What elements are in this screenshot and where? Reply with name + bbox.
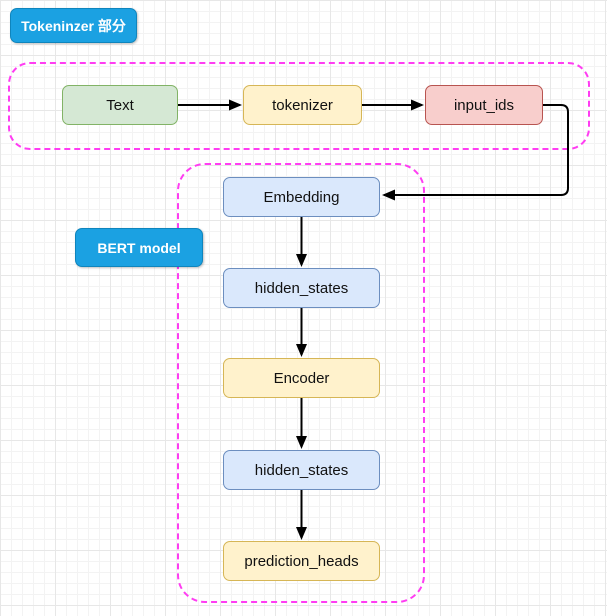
node-text-label: Text — [106, 96, 134, 114]
tokenizer-section-container[interactable] — [8, 62, 590, 150]
node-prediction-heads[interactable]: prediction_heads — [223, 541, 380, 581]
connector-inputids-embedding[interactable] — [382, 104, 569, 201]
bert-model-label-text: BERT model — [97, 239, 181, 256]
node-hidden-states-1-label: hidden_states — [254, 279, 349, 297]
node-hidden-states-1[interactable]: hidden_states — [223, 268, 380, 308]
tokenizer-section-label-text: Tokeninzer 部分 — [21, 17, 126, 34]
node-tokenizer[interactable]: tokenizer — [243, 85, 362, 125]
node-prediction-heads-label: prediction_heads — [244, 552, 359, 570]
bert-model-container[interactable] — [177, 163, 425, 603]
node-embedding-label: Embedding — [263, 188, 340, 206]
node-input-ids[interactable]: input_ids — [425, 85, 543, 125]
node-embedding[interactable]: Embedding — [223, 177, 380, 217]
bert-model-label[interactable]: BERT model — [75, 228, 203, 267]
node-hidden-states-2-label: hidden_states — [254, 461, 349, 479]
node-encoder-label: Encoder — [273, 369, 330, 387]
node-text[interactable]: Text — [62, 85, 178, 125]
node-tokenizer-label: tokenizer — [272, 96, 333, 114]
node-encoder[interactable]: Encoder — [223, 358, 380, 398]
tokenizer-section-label[interactable]: Tokeninzer 部分 — [10, 8, 137, 43]
node-input-ids-label: input_ids — [453, 96, 515, 114]
node-hidden-states-2[interactable]: hidden_states — [223, 450, 380, 490]
